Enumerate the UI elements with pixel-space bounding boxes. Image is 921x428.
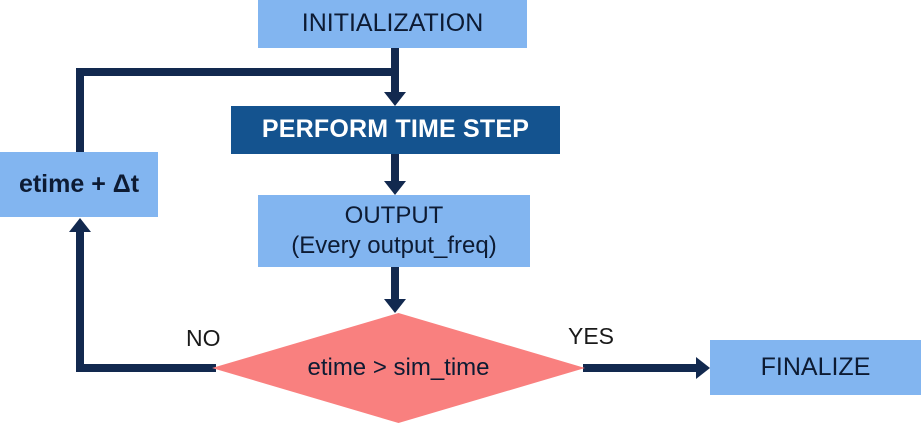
node-decision-label-wrap: etime > sim_time <box>212 313 585 423</box>
connector-no-horizontal <box>76 364 216 372</box>
arrowhead-into-increment <box>69 218 91 232</box>
node-increment-etime-label: etime + Δt <box>18 169 140 198</box>
node-finalize-label: FINALIZE <box>760 352 871 381</box>
arrowhead-into-decision <box>384 299 406 313</box>
connector-no-vertical <box>76 232 84 372</box>
node-initialization-label: INITIALIZATION <box>301 9 484 38</box>
node-output[interactable]: OUTPUT (Every output_freq) <box>258 195 530 267</box>
connector-loop-into-increment <box>76 68 84 154</box>
node-output-label-line1: OUTPUT <box>344 201 444 229</box>
edge-label-no: NO <box>186 325 221 351</box>
arrowhead-into-finalize <box>696 357 710 379</box>
node-perform-time-step[interactable]: PERFORM TIME STEP <box>231 106 560 154</box>
node-perform-time-step-label: PERFORM TIME STEP <box>261 115 530 144</box>
connector-yes-horizontal <box>583 364 698 372</box>
node-output-label-line2: (Every output_freq) <box>291 232 497 259</box>
connector-perform-to-output <box>391 153 399 183</box>
arrowhead-into-perform <box>384 92 406 106</box>
node-decision-etime-gt-simtime[interactable]: etime > sim_time <box>212 313 585 423</box>
node-decision-label: etime > sim_time <box>307 354 490 381</box>
edge-label-yes: YES <box>568 323 615 349</box>
node-increment-etime[interactable]: etime + Δt <box>0 152 158 217</box>
connector-output-to-decision <box>391 267 399 300</box>
arrowhead-into-output <box>384 181 406 195</box>
node-initialization[interactable]: INITIALIZATION <box>258 0 527 48</box>
node-finalize[interactable]: FINALIZE <box>710 340 921 395</box>
connector-loop-top-horizontal <box>76 68 399 76</box>
